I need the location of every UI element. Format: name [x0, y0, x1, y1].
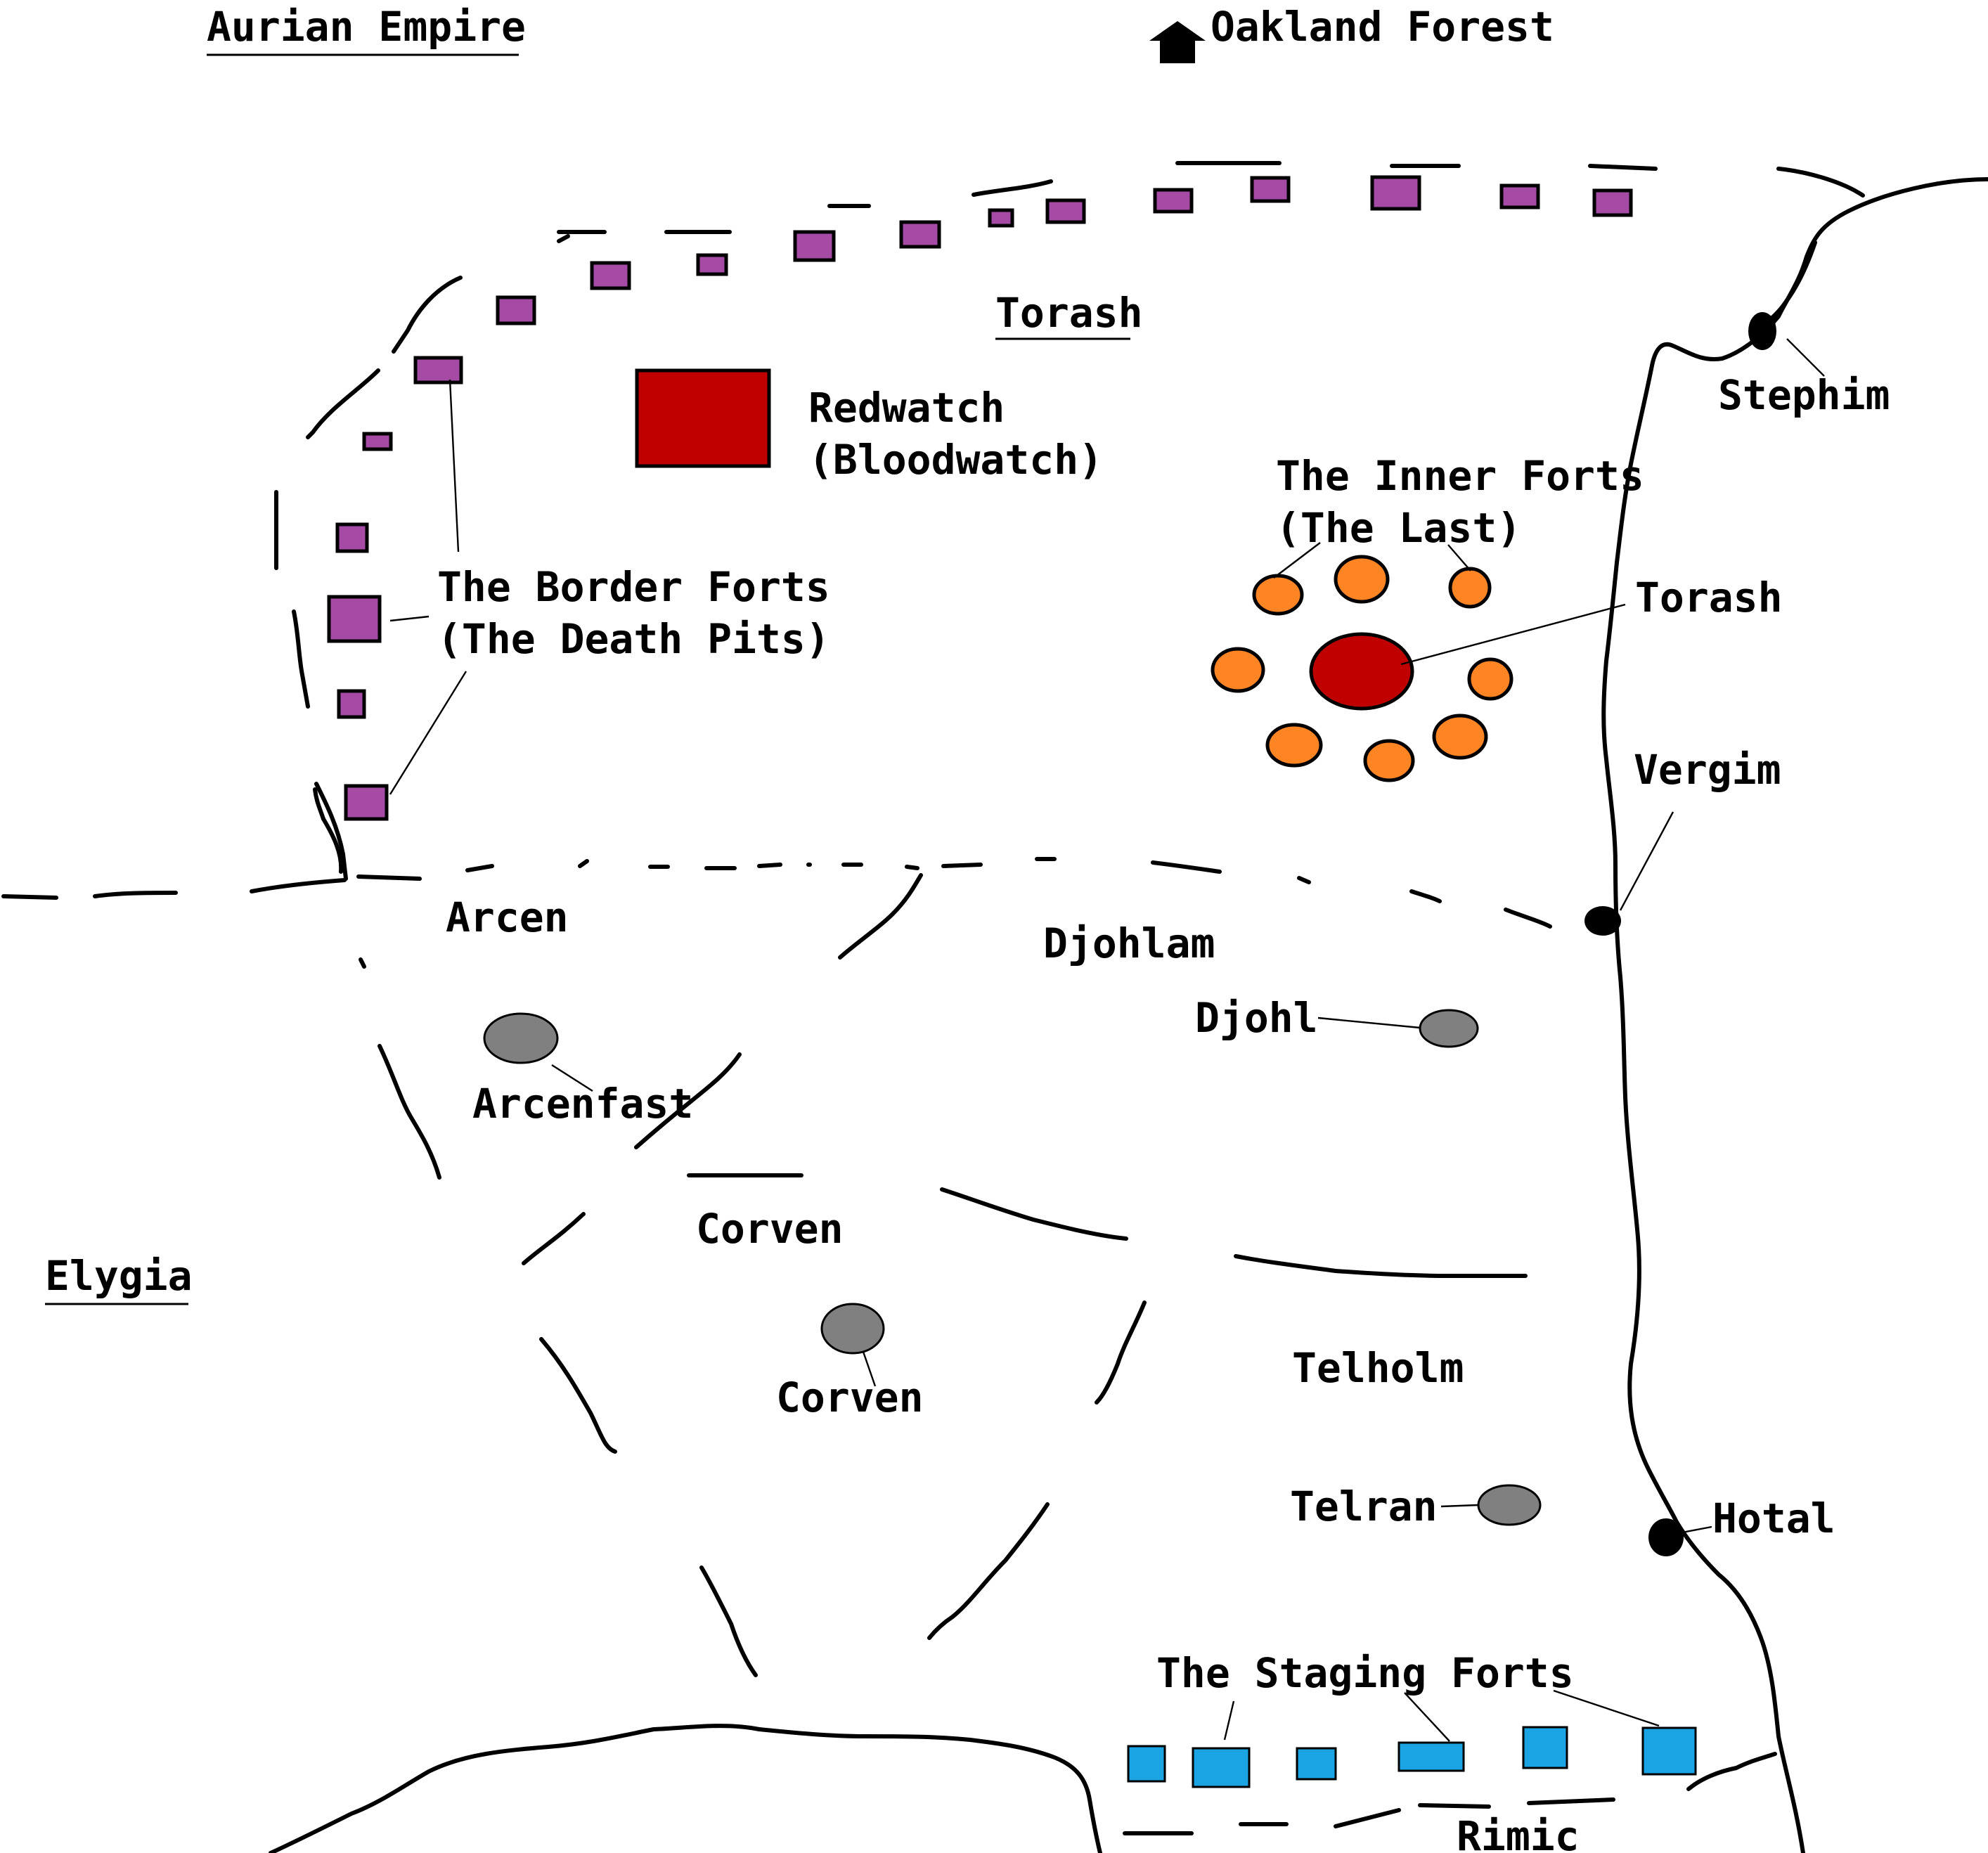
staging-forts [1127, 1726, 1697, 1788]
interior-borders [359, 873, 1528, 1677]
border-fort [413, 356, 463, 385]
hotal-marker [1648, 1518, 1684, 1556]
telran-marker [1477, 1484, 1542, 1526]
staging-fort [1296, 1747, 1337, 1781]
oakland-forest-label: Oakland Forest [1211, 3, 1554, 51]
aurian-empire-label: Aurian Empire [207, 3, 526, 51]
torash-southern-border [1, 787, 1552, 929]
djohl-marker [1419, 1009, 1479, 1048]
telholm-region-label: Telholm [1292, 1344, 1464, 1392]
river-towns [1584, 312, 1776, 1556]
border-fort [335, 522, 369, 553]
rimic-label: Rimic [1457, 1812, 1580, 1853]
redwatch-label: Redwatch [808, 384, 1005, 432]
inner-forts [1211, 555, 1513, 782]
border-fort [337, 689, 366, 719]
border-fort [1499, 183, 1540, 209]
stephim-label: Stephim [1718, 371, 1890, 419]
arrow-up-icon [1149, 21, 1206, 63]
inner-fort [1211, 647, 1265, 693]
border-fort [793, 230, 836, 262]
border-fort [1370, 175, 1421, 211]
inner-fort [1467, 657, 1513, 701]
torash-region-label: Torash [995, 289, 1143, 337]
border-fort [1045, 198, 1086, 224]
border-fort [362, 432, 393, 451]
towns [483, 1009, 1542, 1526]
border-fort [1592, 188, 1633, 217]
staging-fort [1192, 1747, 1251, 1788]
inner-fort [1265, 723, 1323, 768]
redwatch-alt-label: (Bloodwatch) [808, 436, 1103, 484]
rimic-border [1123, 1797, 1615, 1835]
border-forts-label: The Border Forts [437, 563, 830, 611]
arcen-region-label: Arcen [446, 893, 569, 941]
arcenfast-marker [483, 1012, 559, 1064]
leader-lines [389, 338, 1825, 1742]
border-fort [496, 295, 536, 325]
djohlam-region-label: Djohlam [1043, 919, 1215, 967]
western-border [274, 276, 463, 881]
inner-forts-label: The Inner Forts [1276, 452, 1644, 500]
staging-fort [1127, 1745, 1166, 1783]
border-fort [327, 595, 382, 643]
staging-forts-label: The Staging Forts [1156, 1649, 1574, 1697]
staging-fort [1522, 1726, 1568, 1769]
vergim-label: Vergim [1634, 746, 1781, 794]
inner-fort [1448, 567, 1492, 609]
labels: Aurian Empire Oakland Forest Torash Redw… [45, 3, 1890, 1853]
vergim-marker [1584, 906, 1621, 936]
redwatch-fortress [635, 368, 771, 468]
southern-border-coast [269, 1724, 1102, 1853]
northern-border [557, 161, 1865, 243]
border-fort [1250, 176, 1291, 203]
border-fort [590, 261, 631, 290]
corven-town-marker [820, 1303, 885, 1355]
djohl-label: Djohl [1195, 994, 1318, 1042]
border-fort [344, 784, 389, 821]
hotal-label: Hotal [1712, 1494, 1835, 1542]
border-fort [988, 208, 1014, 228]
telran-label: Telran [1290, 1483, 1438, 1530]
arcenfast-label: Arcenfast [472, 1080, 693, 1128]
border-forts [327, 175, 1633, 821]
inner-fort [1252, 574, 1304, 616]
inner-fort [1334, 555, 1390, 604]
border-forts-alt-label: (The Death Pits) [437, 615, 830, 663]
corven-region-label: Corven [696, 1205, 844, 1253]
torash-city-label: Torash [1635, 574, 1783, 621]
elygia-label: Elygia [45, 1252, 193, 1300]
staging-fort [1641, 1726, 1697, 1776]
torash-capital-marker [1309, 632, 1414, 711]
staging-fort [1398, 1741, 1465, 1772]
eastern-river [1601, 177, 1988, 1853]
inner-fort [1432, 714, 1488, 760]
border-fort [1153, 188, 1194, 214]
corven-town-label: Corven [776, 1374, 924, 1421]
inner-fort [1363, 739, 1415, 782]
border-fort [899, 220, 941, 249]
stephim-marker [1748, 312, 1776, 350]
inner-forts-alt-label: (The Last) [1276, 504, 1521, 552]
border-fort [696, 253, 728, 276]
